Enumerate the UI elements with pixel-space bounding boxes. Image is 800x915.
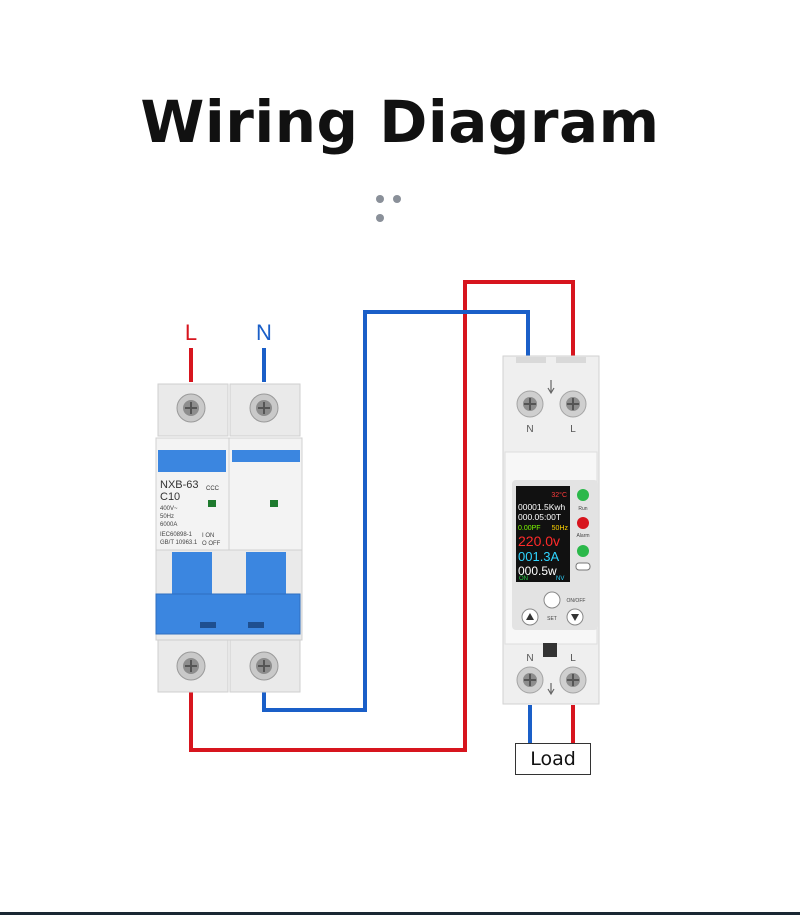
breaker-spec-voltage: 400V~ bbox=[160, 506, 178, 512]
load-label: Load bbox=[515, 743, 591, 775]
meter-current-readout: 001.3A bbox=[518, 549, 560, 564]
meter-top-N-label: N bbox=[526, 424, 533, 435]
meter-run-label: Run bbox=[578, 506, 587, 512]
meter-on-status: ON bbox=[519, 576, 528, 582]
meter-time-readout: 000.05:00T bbox=[518, 512, 561, 522]
meter-frequency-readout: 50Hz bbox=[552, 525, 569, 532]
meter-power-readout: 000.5w bbox=[518, 564, 557, 578]
breaker-off-label: O OFF bbox=[202, 541, 221, 547]
meter-powerfactor-readout: 0.00PF bbox=[518, 525, 541, 532]
page-title: Wiring Diagram bbox=[140, 88, 660, 156]
breaker-spec-capacity: 6000A bbox=[160, 522, 177, 528]
breaker-standard-gb: GB/T 10963.1 bbox=[160, 540, 198, 546]
meter-onoff-label: ON/OFF bbox=[567, 598, 586, 604]
meter-top-L-label: L bbox=[570, 424, 576, 435]
breaker-model: NXB-63 bbox=[160, 479, 199, 491]
bottom-border bbox=[0, 912, 800, 915]
meter-energy-readout: 00001.5Kwh bbox=[518, 502, 566, 512]
breaker-spec-frequency: 50Hz bbox=[160, 514, 174, 520]
meter-temperature: 32°C bbox=[551, 491, 567, 499]
meter-set-label: SET bbox=[547, 616, 557, 622]
energy-meter bbox=[502, 355, 600, 705]
meter-alarm-label: Alarm bbox=[576, 533, 589, 539]
meter-bottom-L-label: L bbox=[570, 653, 576, 664]
breaker-standard-iec: IEC60898-1 bbox=[160, 532, 193, 538]
meter-voltage-readout: 220.0v bbox=[518, 533, 560, 549]
breaker-terminal-L-label: L bbox=[185, 320, 197, 345]
live-wire-breaker-to-meter bbox=[189, 280, 575, 752]
breaker-cert: CCC bbox=[206, 486, 220, 492]
breaker-rating: C10 bbox=[160, 491, 180, 503]
breaker-on-label: I ON bbox=[202, 533, 214, 539]
divider-dots bbox=[376, 188, 426, 222]
circuit-breaker bbox=[155, 383, 303, 693]
meter-bottom-N-label: N bbox=[526, 653, 533, 664]
meter-nv-status: NV bbox=[556, 576, 564, 582]
breaker-terminal-N-label: N bbox=[256, 320, 272, 345]
neutral-wire-breaker-to-meter bbox=[262, 310, 530, 712]
